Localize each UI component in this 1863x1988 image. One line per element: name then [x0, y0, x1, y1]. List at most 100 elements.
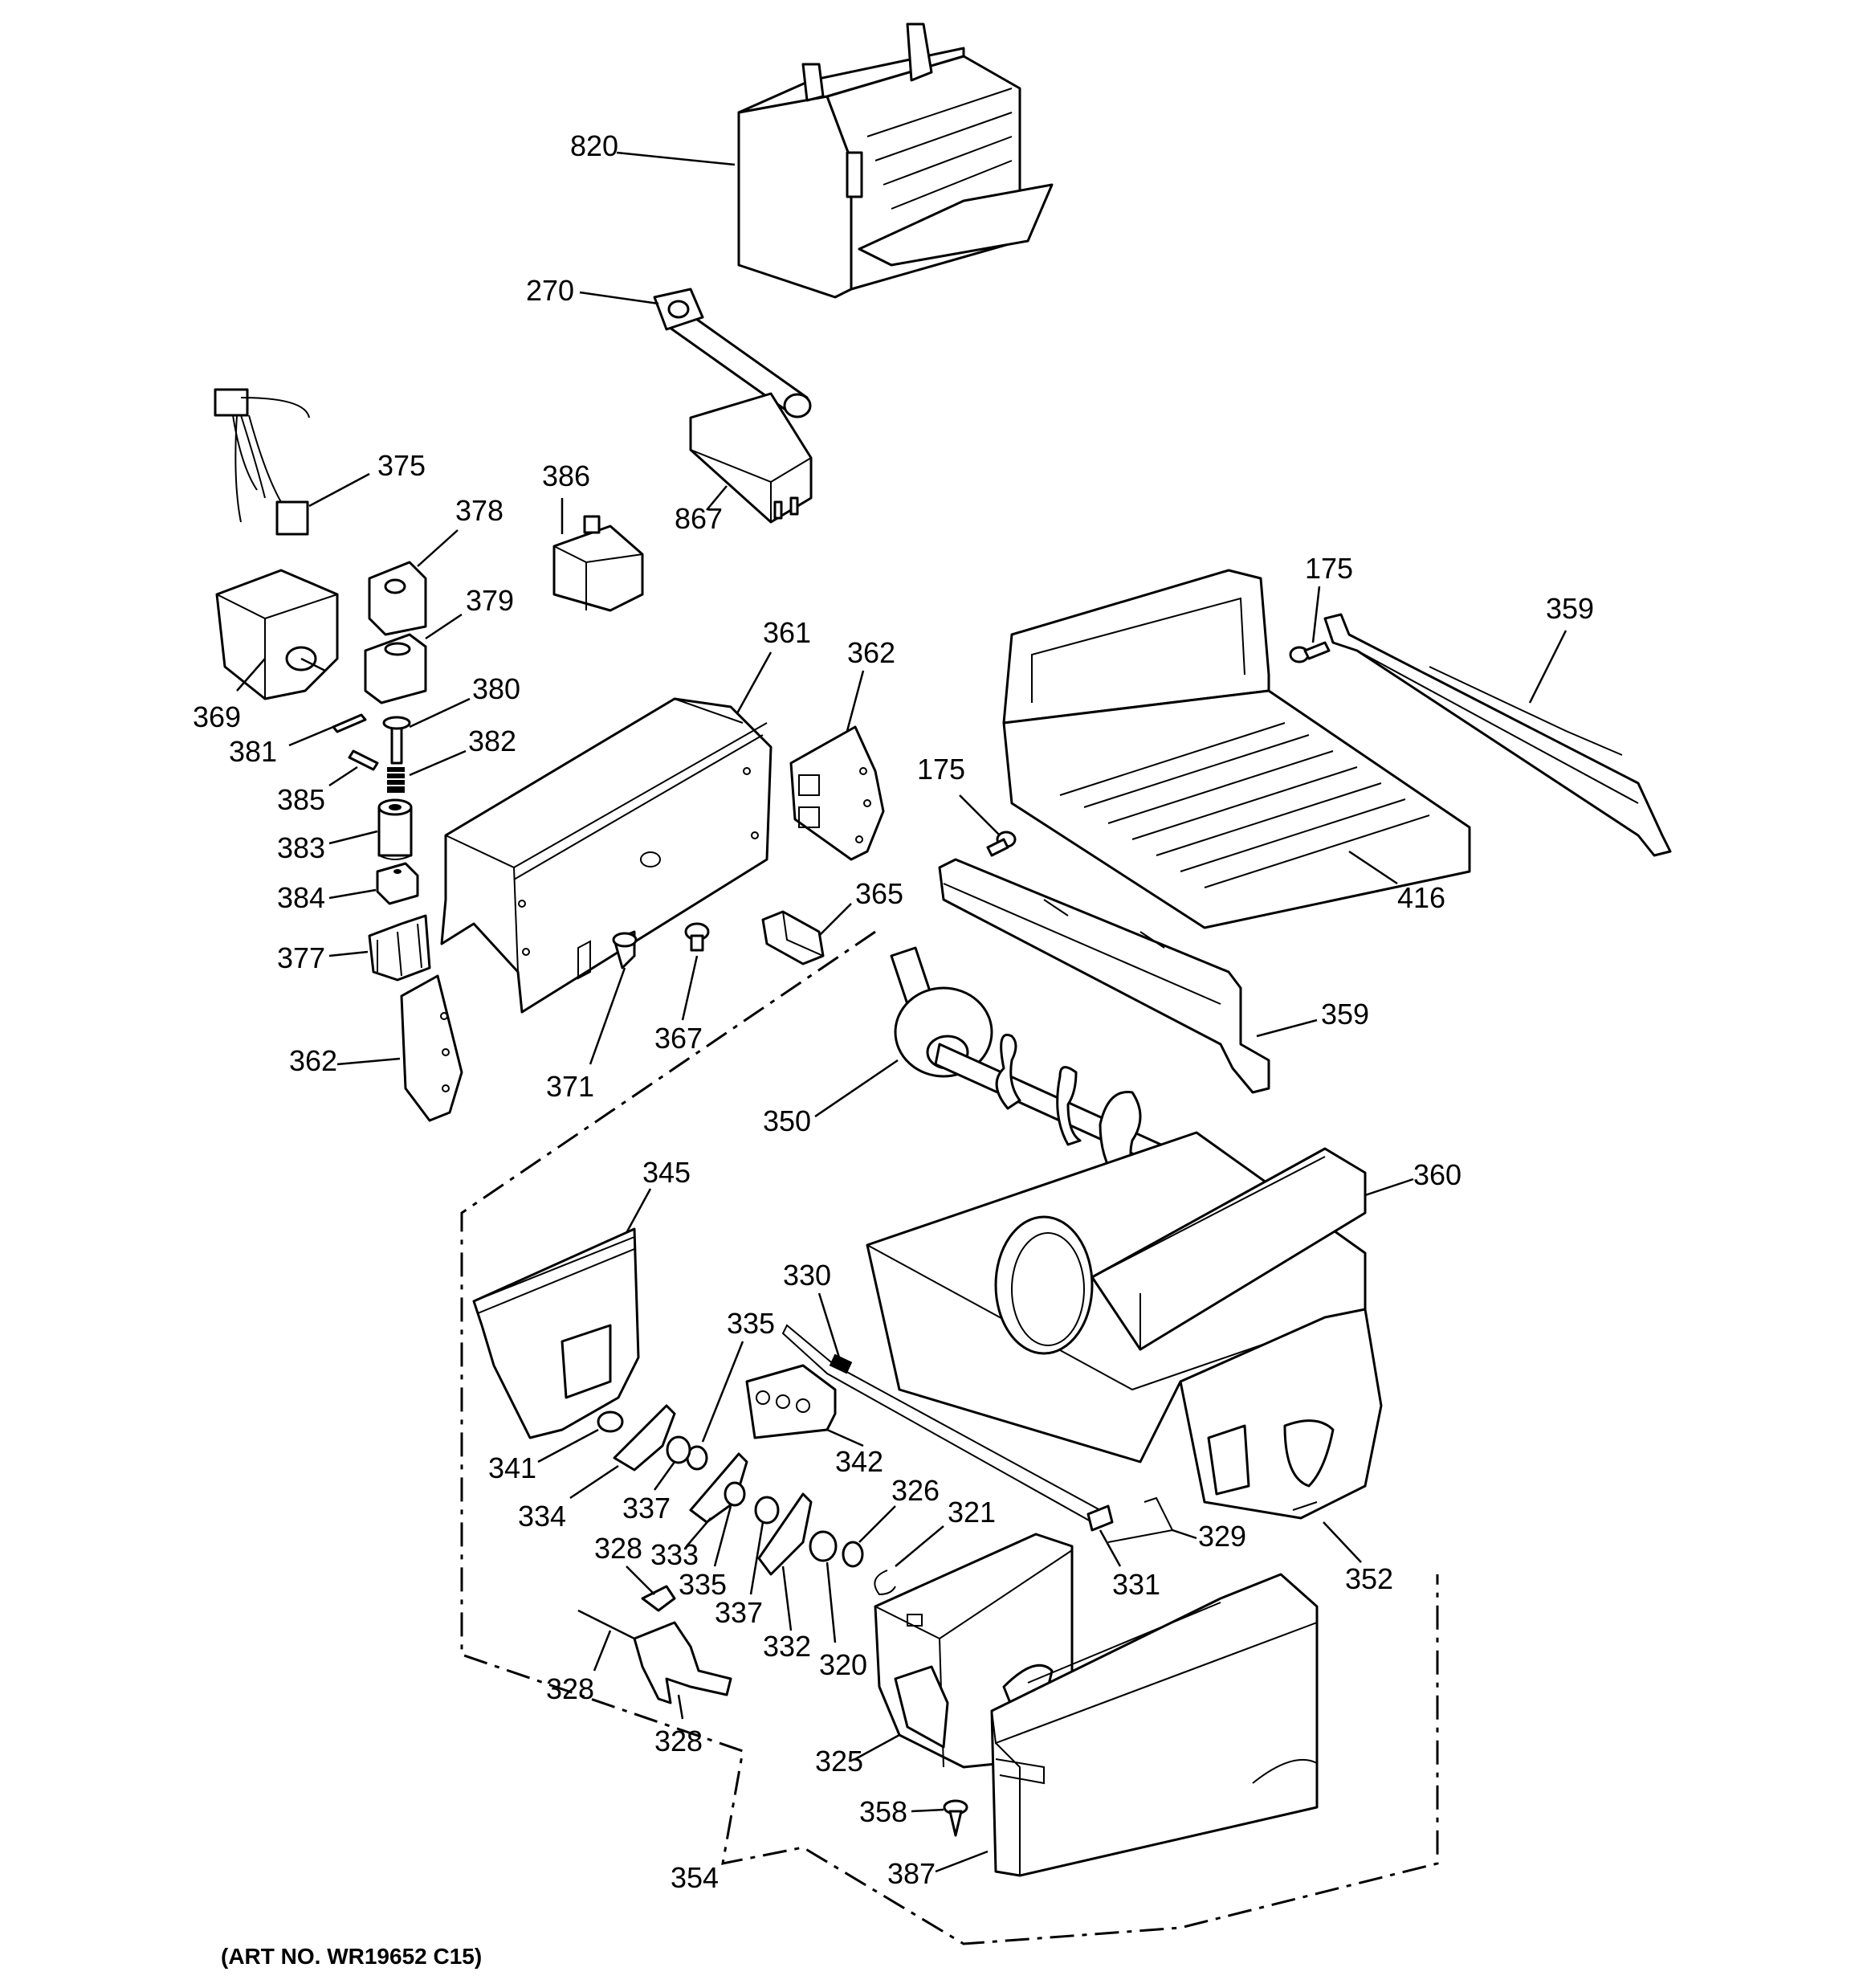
callout-362-lower: 362 — [289, 1044, 337, 1077]
housing-361 — [440, 697, 773, 1014]
callout-820: 820 — [570, 129, 618, 162]
washer-335-lower — [724, 1481, 746, 1507]
callout-867: 867 — [675, 502, 723, 535]
plate-362-upper — [789, 725, 885, 861]
callout-360: 360 — [1413, 1158, 1461, 1191]
callout-326: 326 — [891, 1474, 940, 1507]
callout-335-upper: 335 — [727, 1307, 775, 1340]
callout-367: 367 — [654, 1022, 703, 1055]
callout-381: 381 — [229, 735, 277, 768]
plate-362-lower — [400, 974, 463, 1122]
pin-380 — [382, 716, 411, 765]
auger-350 — [890, 946, 1208, 1197]
callout-382: 382 — [468, 725, 516, 757]
callout-333: 333 — [650, 1538, 699, 1571]
icemaker-820 — [737, 22, 1054, 299]
callout-362-upper: 362 — [847, 636, 895, 669]
motor-369 — [215, 569, 339, 700]
pin-385 — [348, 749, 379, 771]
callout-270: 270 — [526, 274, 574, 307]
callout-341: 341 — [488, 1451, 536, 1484]
callout-385: 385 — [277, 783, 325, 816]
assembly-boundary — [460, 930, 1439, 1945]
callout-325: 325 — [815, 1745, 863, 1778]
callout-328-bottom: 328 — [654, 1725, 703, 1757]
rail-359-lower — [938, 858, 1270, 1094]
callout-365: 365 — [855, 877, 903, 910]
relay-386 — [552, 515, 644, 612]
callout-175-lower: 175 — [917, 753, 965, 786]
callout-321: 321 — [948, 1496, 996, 1529]
callout-378: 378 — [455, 494, 503, 527]
screw-175-lower — [986, 831, 1017, 857]
callout-345: 345 — [642, 1156, 691, 1189]
bracket-342 — [745, 1364, 837, 1439]
art-number: (ART NO. WR19652 C15) — [221, 1944, 482, 1969]
callout-354: 354 — [671, 1861, 719, 1894]
callout-416: 416 — [1397, 881, 1445, 914]
eclip-321 — [874, 1570, 896, 1596]
callout-335-lower: 335 — [679, 1568, 727, 1601]
callout-380: 380 — [472, 672, 520, 705]
callout-329: 329 — [1198, 1520, 1246, 1553]
callout-359-upper: 359 — [1546, 592, 1594, 625]
clip-331 — [1086, 1504, 1114, 1532]
callout-352: 352 — [1345, 1562, 1393, 1595]
arm-328 — [577, 1585, 732, 1704]
bracket-377 — [368, 914, 431, 982]
rod-381 — [332, 713, 367, 733]
callout-384: 384 — [277, 881, 325, 914]
bucket-360 — [866, 1131, 1367, 1463]
clip-365 — [761, 910, 825, 965]
callout-359-lower: 359 — [1321, 998, 1369, 1031]
screw-175-upper — [1289, 641, 1331, 663]
clip-384 — [376, 862, 419, 905]
callout-386: 386 — [542, 459, 590, 492]
cylinder-383 — [377, 798, 413, 860]
callout-332: 332 — [763, 1630, 811, 1663]
bucket-rear-352 — [1179, 1308, 1383, 1520]
spring-382 — [387, 767, 405, 793]
cover-387 — [990, 1573, 1319, 1877]
callout-330: 330 — [783, 1259, 831, 1292]
callout-342: 342 — [835, 1445, 883, 1478]
guard-867 — [689, 392, 813, 524]
screw-367 — [684, 922, 710, 952]
ring-326 — [842, 1541, 864, 1568]
screw-371 — [612, 930, 638, 970]
screw-358 — [943, 1799, 968, 1837]
callout-369: 369 — [193, 700, 241, 733]
callout-328-top: 328 — [594, 1532, 642, 1565]
cam-333 — [689, 1452, 748, 1524]
callout-377: 377 — [277, 941, 325, 974]
cube-379 — [364, 633, 427, 704]
callout-175-upper: 175 — [1305, 552, 1353, 585]
shelf-416 — [1002, 569, 1471, 929]
callout-337-lower: 337 — [715, 1596, 763, 1629]
callout-331: 331 — [1112, 1568, 1160, 1601]
callout-337-upper: 337 — [622, 1492, 671, 1525]
callout-383: 383 — [277, 831, 325, 864]
callout-358: 358 — [859, 1795, 907, 1828]
callout-328-left: 328 — [546, 1672, 594, 1705]
rod-329 — [1107, 1496, 1174, 1543]
rail-359-upper — [1323, 613, 1672, 857]
callout-371: 371 — [546, 1070, 594, 1103]
callout-361: 361 — [763, 616, 811, 649]
callout-375: 375 — [377, 449, 426, 482]
wire-harness-375 — [214, 388, 310, 536]
ring-341 — [597, 1410, 624, 1433]
solenoid-378 — [368, 561, 427, 636]
callout-379: 379 — [466, 584, 514, 617]
callout-387: 387 — [887, 1857, 936, 1890]
bushing-337-lower — [754, 1496, 780, 1525]
callout-350: 350 — [763, 1104, 811, 1137]
fill-tube-270 — [653, 288, 812, 418]
cam-332 — [757, 1492, 813, 1576]
cam-334 — [613, 1404, 676, 1472]
bushing-337-upper — [666, 1435, 691, 1464]
bushing-320 — [809, 1530, 838, 1562]
callout-334: 334 — [518, 1500, 566, 1533]
callout-320: 320 — [819, 1648, 867, 1681]
